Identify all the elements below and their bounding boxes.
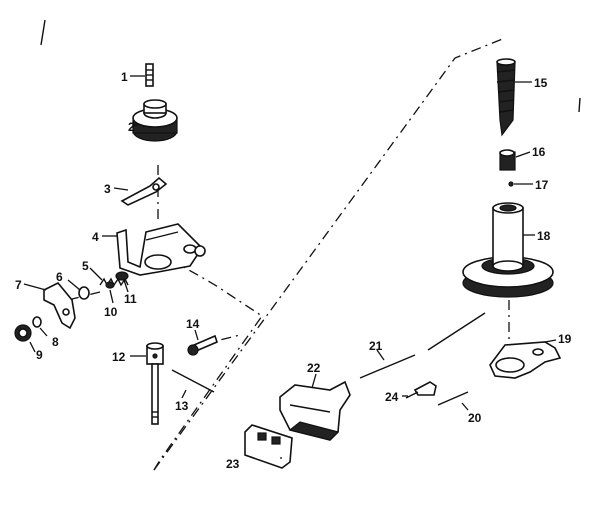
- label-part-22: 22: [307, 361, 321, 375]
- part-9-nut: [14, 324, 32, 342]
- label-part-18: 18: [537, 229, 551, 243]
- label-part-5: 5: [82, 259, 89, 273]
- part-11-collar: [115, 271, 129, 281]
- label-part-19: 19: [558, 332, 572, 346]
- part-21-threaded-rod: [359, 312, 486, 379]
- part-13-pin: [171, 369, 215, 393]
- label-part-1: 1: [121, 70, 128, 84]
- label-part-16: 16: [532, 145, 546, 159]
- label-part-2: 2: [128, 120, 135, 134]
- part-24-screw: [405, 381, 437, 399]
- part-6-washer: [78, 286, 90, 300]
- label-part-9: 9: [36, 348, 43, 362]
- part-10-pin: [105, 281, 115, 289]
- part-20-rod: [437, 391, 469, 406]
- label-part-17: 17: [535, 178, 549, 192]
- part-22-handle: [279, 380, 351, 441]
- part-17-ball: [508, 181, 514, 187]
- label-part-24: 24: [385, 390, 399, 404]
- part-3-clip: [120, 176, 168, 206]
- part-23-block: [244, 424, 293, 469]
- stray-mark: [578, 97, 581, 113]
- label-part-14: 14: [186, 317, 200, 331]
- part-16-nut: [499, 149, 516, 171]
- part-12-shaft-collar: [146, 342, 164, 425]
- part-4-bracket: [116, 223, 206, 276]
- label-part-15: 15: [534, 76, 548, 90]
- part-8-washer: [32, 316, 42, 328]
- label-part-13: 13: [175, 399, 189, 413]
- label-part-7: 7: [15, 278, 22, 292]
- label-part-12: 12: [112, 350, 126, 364]
- part-2-gear: [132, 99, 178, 142]
- label-part-8: 8: [52, 335, 59, 349]
- label-part-21: 21: [369, 339, 383, 353]
- label-part-20: 20: [468, 411, 482, 425]
- label-part-11: 11: [124, 292, 137, 306]
- part-15-spindle: [496, 58, 516, 137]
- leader-lines: [23, 75, 557, 459]
- label-part-3: 3: [104, 182, 111, 196]
- part-7-lever: [43, 281, 76, 330]
- part-19-bracket: [489, 341, 562, 379]
- part-14-screw: [187, 334, 218, 356]
- label-part-10: 10: [104, 305, 118, 319]
- label-part-23: 23: [226, 457, 240, 471]
- part-18-spool-flange: [462, 202, 554, 298]
- part-number-labels: 1 2 3 4 5 6 7 8 9 10 11 12 13 14 15 16 1…: [15, 70, 572, 471]
- stray-mark: [40, 19, 46, 46]
- part-1-screw: [145, 63, 154, 87]
- label-part-6: 6: [56, 270, 63, 284]
- label-part-4: 4: [92, 230, 99, 244]
